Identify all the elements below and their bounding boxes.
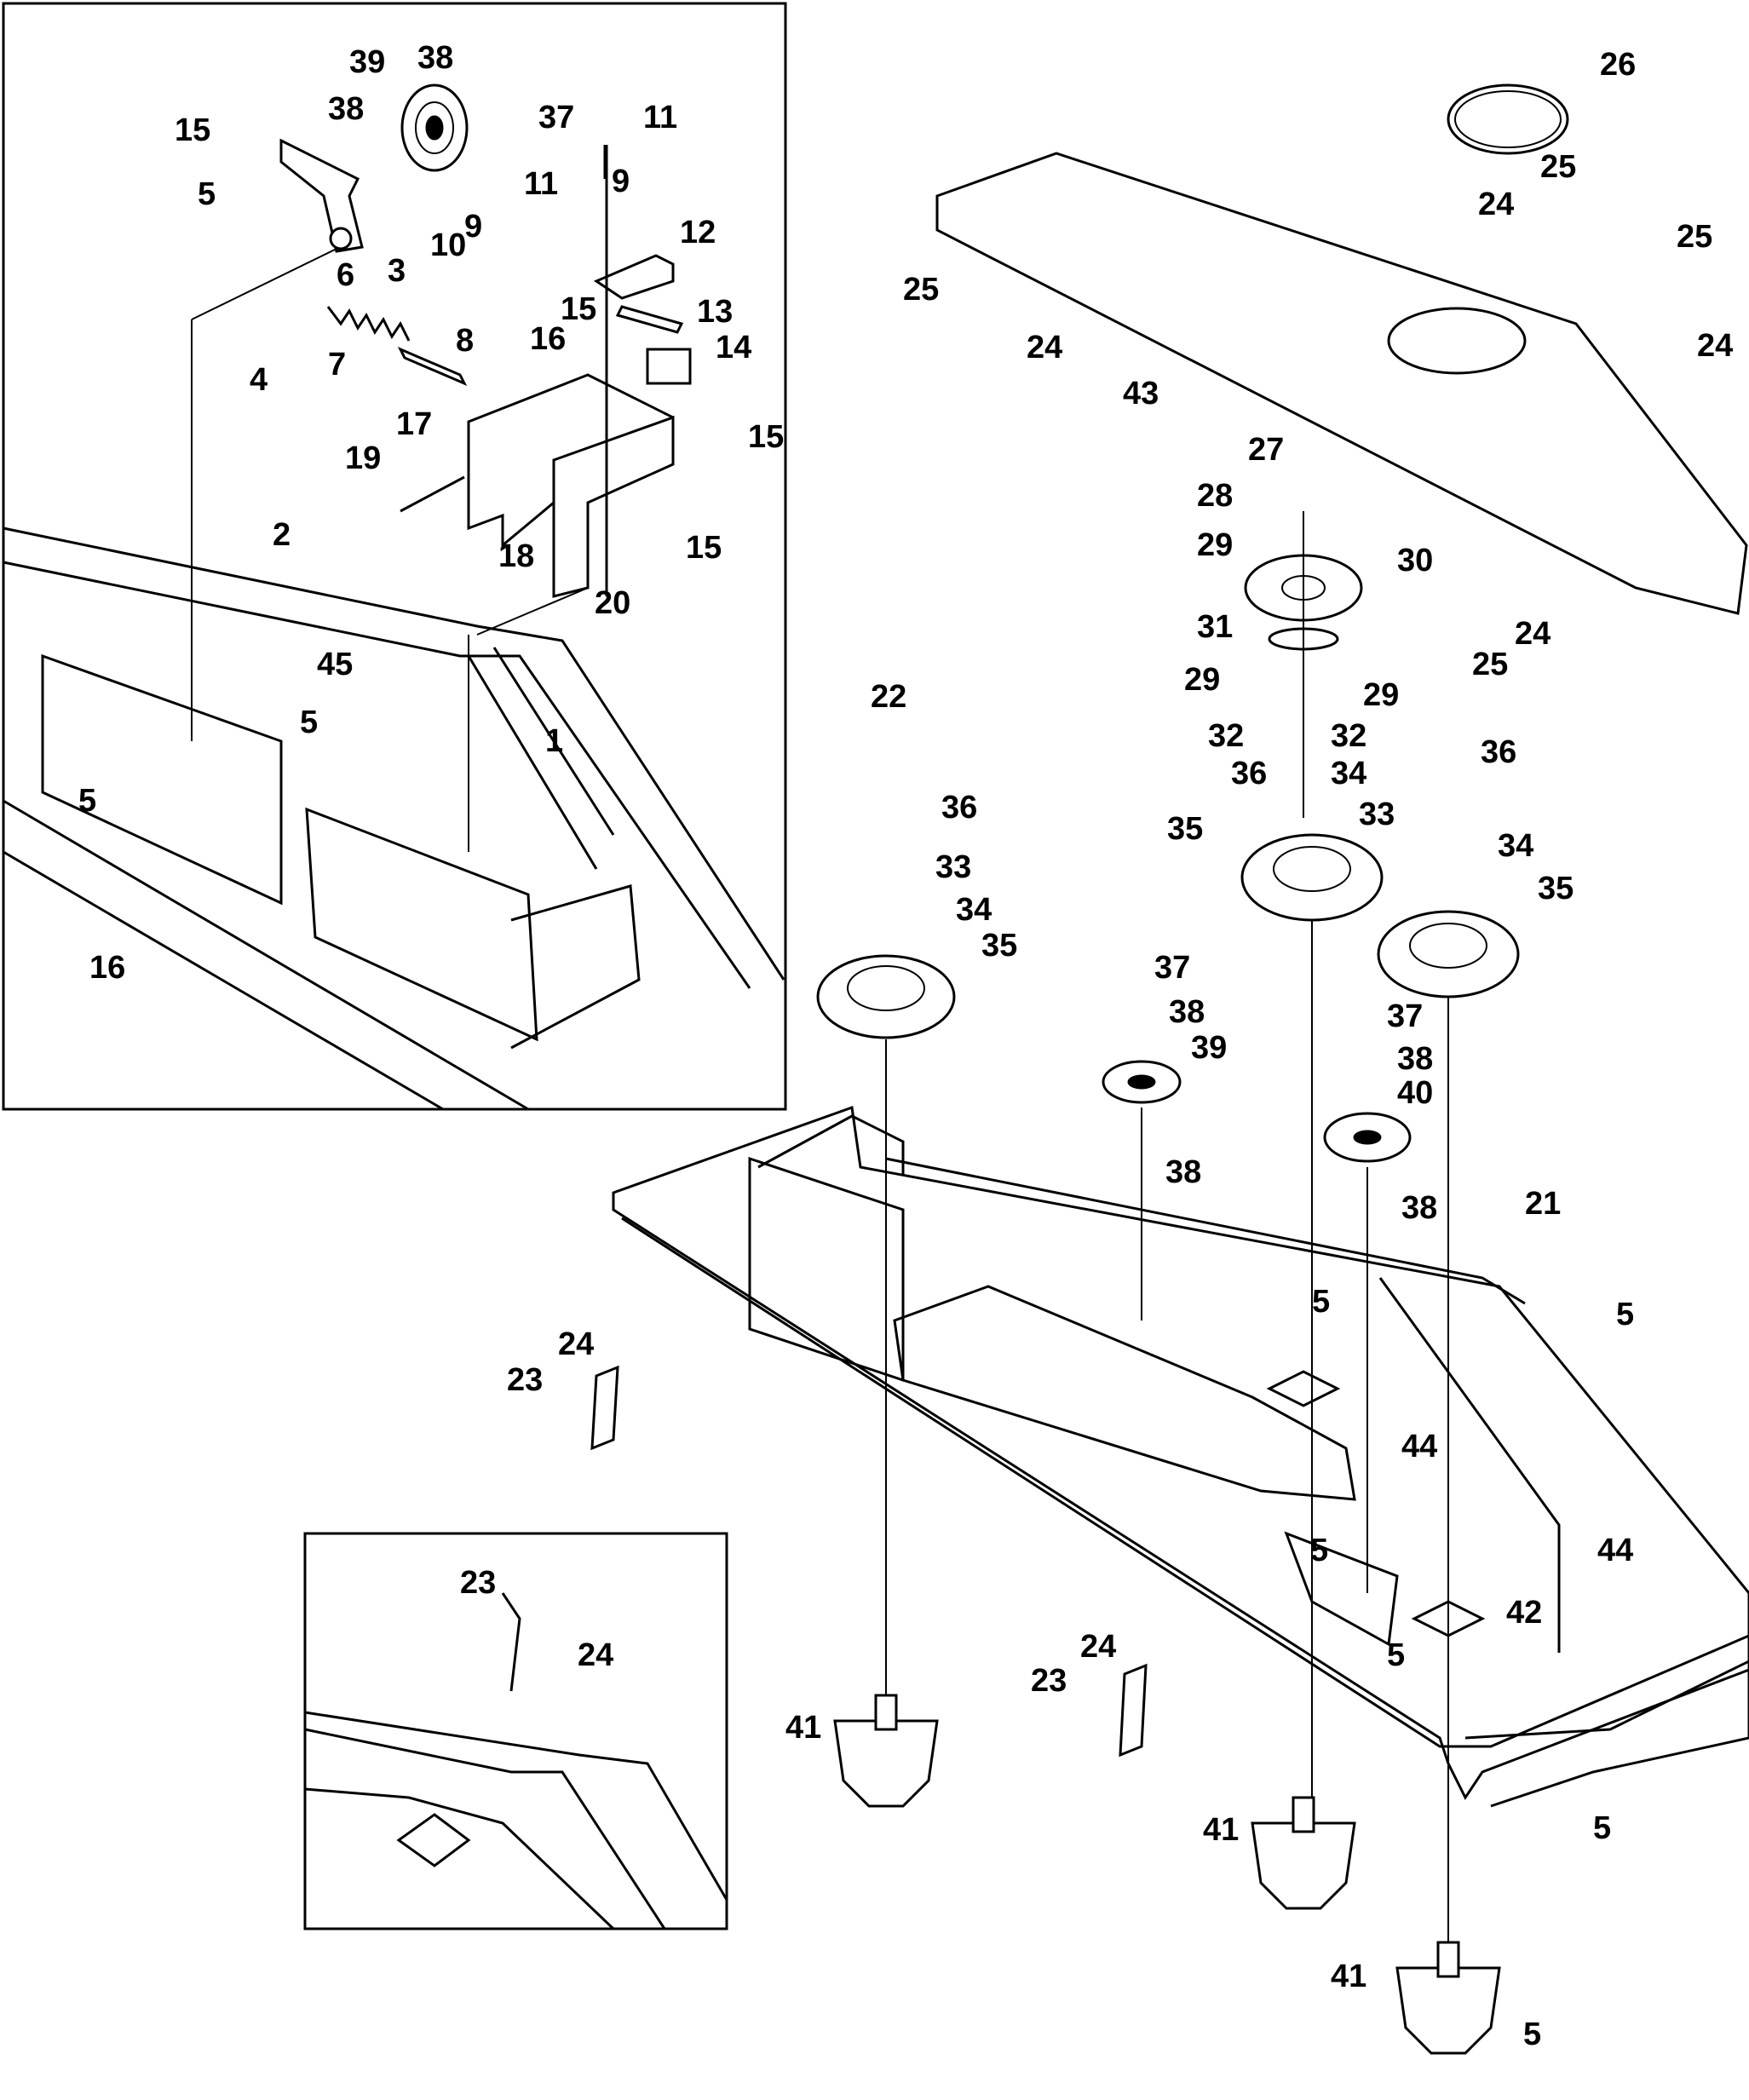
callout-labels: 15 39 38 37 38 5 11 9 10 3 6 11 9 12 13 … (78, 40, 1733, 2052)
callout-label: 9 (612, 164, 630, 199)
callout-label: 15 (561, 291, 596, 327)
callout-label: 41 (1331, 1959, 1366, 1994)
callout-label: 5 (1616, 1297, 1634, 1332)
callout-label: 20 (595, 585, 630, 621)
callout-label: 17 (396, 406, 432, 442)
callout-label: 39 (1191, 1030, 1227, 1066)
callout-label: 22 (871, 679, 906, 715)
callout-label: 5 (1523, 2017, 1541, 2052)
callout-label: 44 (1401, 1429, 1437, 1464)
callout-label: 23 (507, 1362, 543, 1398)
callout-label: 36 (941, 790, 977, 826)
callout-label: 38 (1401, 1190, 1437, 1226)
callout-label: 27 (1248, 432, 1284, 468)
belt-cover (935, 83, 1748, 615)
callout-label: 37 (1154, 950, 1190, 986)
callout-label: 39 (349, 44, 385, 80)
callout-label: 21 (1525, 1186, 1561, 1222)
callout-label: 37 (538, 100, 574, 135)
callout-label: 42 (1506, 1595, 1542, 1631)
callout-label: 25 (903, 272, 939, 308)
callout-label: 11 (524, 166, 558, 202)
callout-label: 24 (578, 1637, 613, 1673)
callout-label: 35 (1538, 871, 1574, 906)
callout-label: 32 (1208, 718, 1244, 754)
mower-deck (590, 1105, 1749, 1808)
callout-label: 15 (686, 530, 722, 566)
callout-label: 43 (1123, 376, 1159, 411)
callout-label: 38 (417, 40, 453, 76)
detail-inset-tensioner (2, 2, 787, 1111)
callout-label: 24 (558, 1326, 594, 1362)
callout-label: 26 (1600, 47, 1636, 83)
callout-label: 5 (1387, 1637, 1405, 1673)
callout-label: 5 (198, 176, 216, 212)
callout-label: 36 (1231, 756, 1267, 791)
callout-label: 24 (1478, 187, 1514, 222)
callout-label: 24 (1080, 1629, 1116, 1665)
callout-label: 38 (1397, 1041, 1433, 1077)
callout-label: 6 (337, 257, 354, 293)
callout-label: 38 (1169, 994, 1205, 1030)
callout-label: 19 (345, 440, 381, 476)
callout-label: 13 (697, 294, 733, 330)
pulleys (816, 511, 1520, 2055)
callout-label: 16 (89, 950, 125, 986)
callout-label: 8 (456, 323, 474, 359)
callout-label: 2 (273, 517, 291, 553)
callout-label: 30 (1397, 543, 1433, 578)
callout-label: 5 (300, 705, 318, 740)
callout-label: 5 (78, 783, 96, 819)
callout-label: 11 (643, 100, 677, 135)
callout-label: 28 (1197, 478, 1233, 514)
callout-label: 36 (1481, 734, 1516, 770)
callout-label: 29 (1197, 527, 1233, 563)
callout-label: 33 (1359, 797, 1395, 832)
callout-label: 38 (1165, 1154, 1201, 1190)
callout-label: 4 (250, 362, 268, 398)
callout-label: 1 (545, 723, 563, 759)
callout-label: 35 (981, 928, 1017, 964)
callout-label: 7 (328, 347, 346, 383)
callout-label: 34 (1331, 756, 1366, 791)
callout-label: 25 (1540, 149, 1576, 185)
callout-label: 31 (1197, 609, 1233, 645)
callout-label: 25 (1677, 219, 1712, 255)
callout-label: 5 (1310, 1533, 1328, 1568)
detail-inset-baffle-clip (303, 1532, 728, 1930)
callout-label: 45 (317, 647, 353, 682)
callout-label: 44 (1597, 1533, 1633, 1568)
callout-label: 12 (680, 215, 716, 250)
callout-label: 3 (388, 253, 406, 289)
callout-label: 23 (1031, 1663, 1067, 1699)
callout-label: 24 (1697, 328, 1733, 364)
callout-label: 16 (530, 321, 566, 357)
callout-label: 37 (1387, 998, 1423, 1034)
callout-label: 38 (328, 91, 364, 127)
callout-label: 23 (460, 1565, 496, 1601)
callout-label: 33 (935, 849, 971, 885)
callout-label: 24 (1027, 330, 1062, 365)
callout-label: 24 (1515, 616, 1551, 652)
callout-label: 40 (1397, 1075, 1433, 1111)
callout-label: 41 (785, 1710, 821, 1746)
callout-label: 32 (1331, 718, 1366, 754)
callout-label: 10 (430, 227, 466, 263)
callout-label: 25 (1472, 647, 1508, 682)
callout-label: 29 (1363, 677, 1399, 713)
callout-label: 15 (748, 419, 784, 455)
callout-label: 34 (956, 892, 992, 928)
callout-label: 18 (498, 538, 534, 574)
callout-label: 9 (464, 209, 482, 245)
callout-label: 29 (1184, 662, 1220, 698)
callout-label: 34 (1498, 828, 1533, 864)
callout-label: 14 (716, 330, 751, 365)
callout-label: 5 (1312, 1284, 1330, 1320)
callout-label: 41 (1203, 1812, 1239, 1848)
callout-label: 15 (175, 112, 210, 148)
callout-label: 5 (1593, 1810, 1611, 1846)
callout-label: 35 (1167, 811, 1203, 847)
